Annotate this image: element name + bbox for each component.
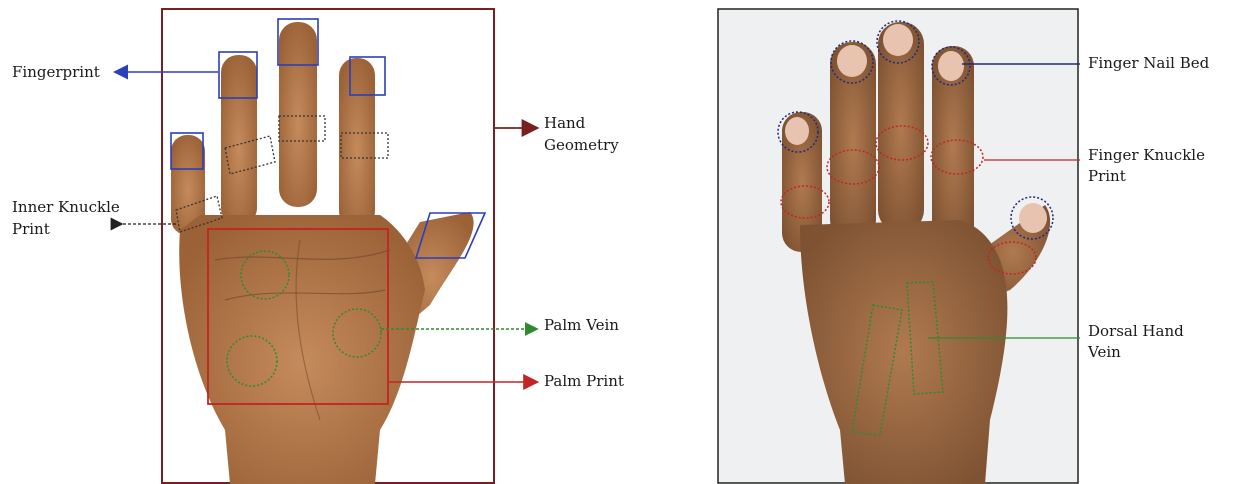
palm-vein-label: Palm Vein — [544, 316, 619, 334]
dorsal-vein-label-line1: Dorsal Hand — [1088, 322, 1184, 340]
palm-print-label: Palm Print — [544, 372, 624, 390]
hand-geometry-label-line2: Geometry — [544, 136, 619, 154]
dorsal-vein-label-line2: Vein — [1087, 343, 1121, 361]
finger-knuckle-label-line1: Finger Knuckle — [1088, 146, 1205, 164]
right-hand-panel: Finger Nail Bed Finger Knuckle Print Dor… — [718, 9, 1210, 484]
nail-bed-label: Finger Nail Bed — [1088, 54, 1210, 72]
fingerprint-label: Fingerprint — [12, 63, 100, 81]
hand-geometry-label-line1: Hand — [544, 114, 586, 132]
left-hand-panel: Fingerprint Hand Geometry Inner Knuckle … — [12, 9, 624, 484]
finger-knuckle-label-line2: Print — [1088, 167, 1126, 185]
inner-knuckle-label-line1: Inner Knuckle — [12, 198, 120, 216]
inner-knuckle-label-line2: Print — [12, 220, 50, 238]
